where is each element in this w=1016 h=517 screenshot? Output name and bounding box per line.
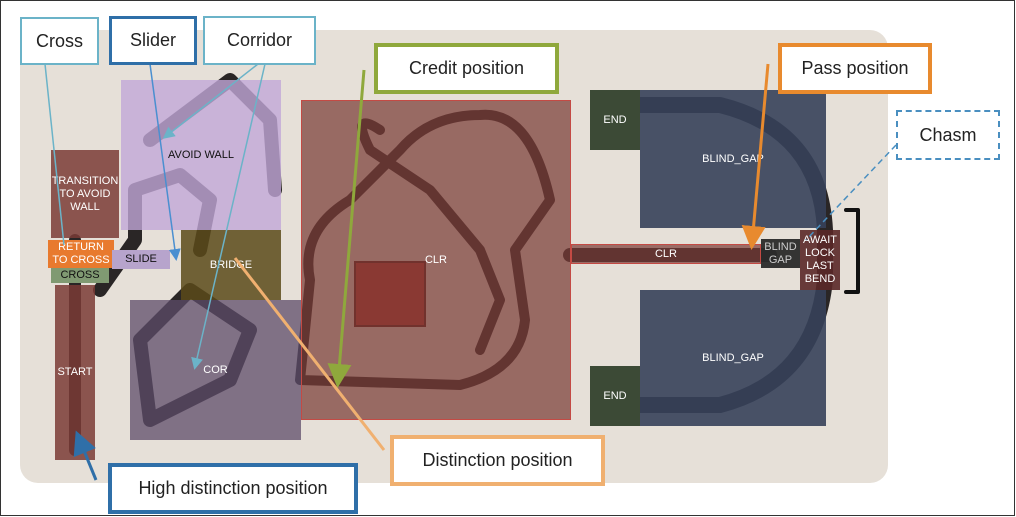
cross-zone: CROSS [51, 268, 109, 283]
blind-gap-bottom-label: BLIND_GAP [702, 351, 764, 364]
clr-straight-label: CLR [654, 247, 677, 260]
await-line-3: LAST [806, 260, 834, 272]
corridor-callout-text: Corridor [226, 30, 292, 50]
cross-callout-text: Cross [35, 30, 83, 51]
start-label: START [57, 366, 93, 378]
cor-zone: COR [130, 300, 301, 440]
bridge-zone: BRIDGE [181, 230, 281, 300]
slide-zone: SLIDE [112, 250, 170, 269]
cor-label: COR [203, 363, 228, 376]
chasm-callout: Chasm [896, 110, 1000, 160]
high-distinction-callout-text: High distinction position [138, 478, 328, 498]
end-top-label: END [603, 113, 627, 126]
slide-label: SLIDE [125, 253, 157, 265]
transition-line-3: WALL [70, 200, 100, 213]
await-lock-zone: AWAIT LOCK LAST BEND [800, 230, 840, 290]
avoid-wall-label: AVOID WALL [167, 148, 235, 161]
blind-gap-small-line-2: GAP [768, 253, 793, 266]
distinction-callout-text: Distinction position [422, 450, 573, 470]
blind-gap-bottom-zone: BLIND_GAP [640, 290, 826, 426]
distinction-callout: Distinction position [390, 435, 605, 486]
await-line-4: BEND [804, 273, 836, 285]
end-bottom-label: END [603, 389, 627, 402]
blind-gap-small-zone: BLIND GAP [761, 239, 800, 268]
return-line-2: TO CROSS [52, 254, 110, 266]
pass-callout: Pass position [778, 43, 932, 94]
clr-main-zone: CLR [301, 100, 571, 420]
transition-zone: TRANSITION TO AVOID WALL [51, 150, 119, 238]
transition-line-1: TRANSITION [51, 174, 119, 187]
slider-callout: Slider [109, 16, 197, 65]
corridor-callout: Corridor [203, 16, 316, 65]
blind-gap-small-line-1: BLIND [764, 240, 797, 253]
credit-callout: Credit position [374, 43, 559, 94]
pass-callout-text: Pass position [801, 58, 909, 78]
await-line-2: LOCK [805, 247, 835, 259]
blind-gap-top-label: BLIND_GAP [702, 152, 764, 165]
await-line-1: AWAIT [802, 234, 837, 246]
return-line-1: RETURN [58, 241, 104, 253]
cross-zone-label: CROSS [60, 269, 100, 281]
end-top-zone: END [590, 90, 640, 150]
high-distinction-callout: High distinction position [108, 463, 358, 514]
bridge-label: BRIDGE [209, 258, 253, 271]
credit-callout-text: Credit position [408, 58, 525, 78]
clr-straight-zone: CLR [571, 244, 761, 264]
chasm-callout-text: Chasm [919, 124, 977, 145]
transition-line-2: TO AVOID [59, 187, 111, 200]
end-bottom-zone: END [590, 366, 640, 426]
blind-gap-top-zone: BLIND_GAP [640, 90, 826, 228]
return-to-cross-zone: RETURN TO CROSS [48, 240, 114, 268]
slider-callout-text: Slider [129, 30, 177, 50]
clr-main-label: CLR [424, 253, 447, 266]
cross-callout: Cross [20, 17, 99, 65]
avoid-wall-zone: AVOID WALL [121, 80, 281, 230]
start-zone: START [55, 285, 95, 460]
